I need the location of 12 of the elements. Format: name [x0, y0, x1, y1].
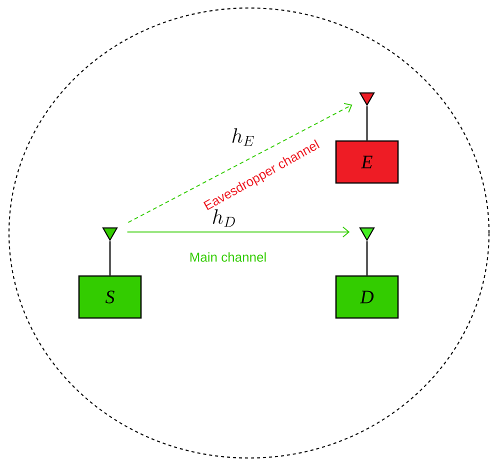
station-box: D: [335, 275, 399, 319]
edge-label: Main channel: [190, 252, 266, 262]
arrow: [126, 226, 350, 238]
arrow: [128, 102, 352, 223]
antenna-mast: [109, 241, 111, 276]
antenna-mast: [366, 106, 368, 140]
channel-symbol: $h_E$: [232, 128, 254, 146]
station-box: E: [335, 140, 399, 184]
coverage-ellipse: [8, 7, 490, 459]
station-box: S: [78, 275, 142, 319]
antenna-mast: [366, 241, 368, 276]
channel-symbol: $h_D$: [213, 209, 235, 227]
